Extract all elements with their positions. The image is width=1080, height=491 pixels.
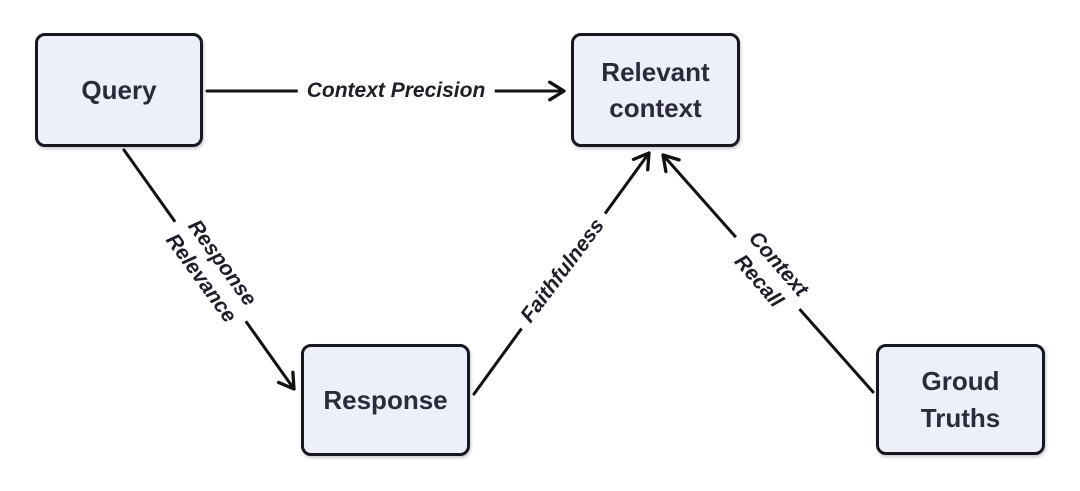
node-relevant-context: Relevant context	[571, 33, 740, 147]
node-response-label: Response	[323, 384, 448, 415]
node-query-label: Query	[81, 74, 157, 105]
node-ground-truths-label: Groud Truths	[920, 366, 1001, 433]
node-ground-truths: Groud Truths	[876, 344, 1045, 455]
edge-label-context-precision: Context Precision	[297, 75, 495, 107]
node-relevant-context-label: Relevant context	[601, 56, 710, 123]
node-response: Response	[301, 344, 470, 456]
node-query: Query	[35, 33, 203, 147]
